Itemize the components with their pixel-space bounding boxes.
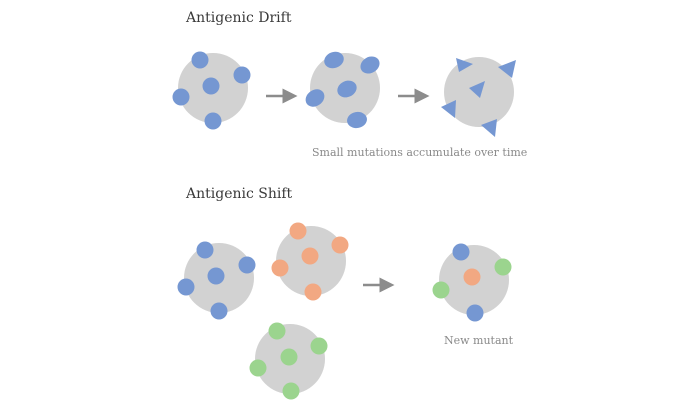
antigen-dot <box>172 88 190 106</box>
antigen-dot <box>452 243 470 261</box>
antigen-dot <box>191 51 209 69</box>
antigen-blob <box>360 56 380 74</box>
antigen-dot <box>432 281 450 299</box>
antigen-dot <box>466 304 484 322</box>
antigen-dot <box>238 256 256 274</box>
shift-virus-green <box>249 322 328 400</box>
shift-virus-orange <box>271 222 349 301</box>
shift-virus-new-mutant <box>432 243 512 322</box>
antigen-dot <box>202 77 220 95</box>
antigen-dot <box>301 247 319 265</box>
antigen-dot <box>304 283 322 301</box>
antigen-dot <box>204 112 222 130</box>
antigen-triangle <box>498 60 516 78</box>
antigen-dot <box>310 337 328 355</box>
drift-virus-original <box>172 51 251 130</box>
drift-virus-mutating <box>305 51 380 129</box>
drift-virus-mutated <box>441 57 516 137</box>
antigen-dot <box>233 66 251 84</box>
antigen-triangle <box>456 58 473 72</box>
antigen-dot <box>494 258 512 276</box>
drift-title: Antigenic Drift <box>186 10 292 26</box>
antigen-dot <box>249 359 267 377</box>
shift-caption: New mutant <box>444 334 514 347</box>
antigen-blob <box>324 51 344 69</box>
antigen-dot <box>280 348 298 366</box>
drift-caption: Small mutations accumulate over time <box>312 146 528 159</box>
antigen-dot <box>282 382 300 400</box>
antigen-dot <box>268 322 286 340</box>
antigen-blob <box>337 80 357 98</box>
antigen-dot <box>331 236 349 254</box>
antigen-dot <box>289 222 307 240</box>
antigen-dot <box>207 267 225 285</box>
antigen-dot <box>177 278 195 296</box>
antigen-triangle <box>441 100 456 118</box>
antigen-dot <box>210 302 228 320</box>
shift-title: Antigenic Shift <box>186 186 293 202</box>
antigen-triangle <box>469 81 485 98</box>
antigen-dot <box>271 259 289 277</box>
antigen-dot <box>196 241 214 259</box>
shift-virus-blue <box>177 241 256 320</box>
antigen-blob <box>347 111 367 129</box>
antigen-dot <box>463 268 481 286</box>
antigen-blob <box>305 89 325 107</box>
antigen-triangle <box>481 119 497 137</box>
